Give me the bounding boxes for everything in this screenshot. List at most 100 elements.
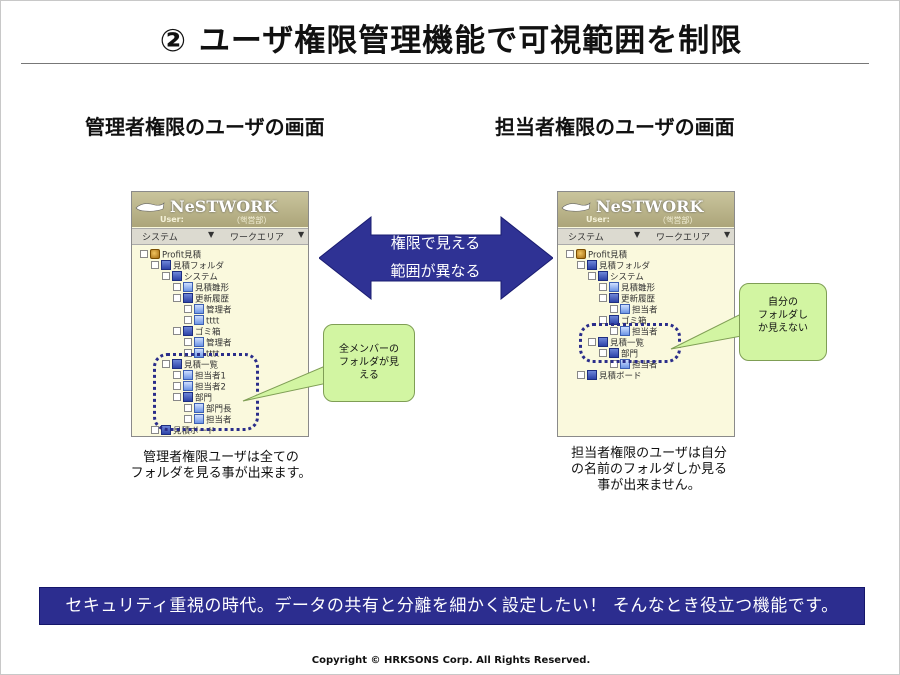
- menu-system-arrow-icon[interactable]: ▼: [208, 230, 215, 239]
- tree-item[interactable]: 見積フォルダ: [577, 260, 651, 272]
- document-icon: [620, 326, 630, 336]
- tree-item[interactable]: 更新履歴: [599, 293, 656, 305]
- expand-toggle-icon[interactable]: [184, 415, 192, 423]
- tree-item[interactable]: Profit見積: [566, 249, 628, 261]
- tree-item[interactable]: 担当者1: [173, 370, 226, 382]
- expand-toggle-icon[interactable]: [173, 393, 181, 401]
- text-line: 自分の: [768, 297, 798, 308]
- left-callout: 全メンバーのフォルダが見える: [323, 324, 415, 402]
- expand-toggle-icon[interactable]: [610, 327, 618, 335]
- tree-item[interactable]: 見積雛形: [599, 282, 655, 294]
- document-icon: [620, 359, 630, 369]
- document-icon: [194, 304, 204, 314]
- left-caption: 管理者権限ユーザは全てのフォルダを見る事が出来ます。: [101, 450, 341, 482]
- page-title: ② ユーザ権限管理機能で可視範囲を制限: [159, 23, 743, 59]
- tree-item[interactable]: tttt: [184, 315, 219, 327]
- tree-item-label: 部門長: [206, 404, 232, 415]
- tree-item-label: 見積フォルダ: [599, 261, 651, 272]
- menu-workarea-arrow-icon[interactable]: ▼: [298, 230, 305, 239]
- tree-item-label: システム: [610, 272, 644, 283]
- menu-workarea-arrow-icon[interactable]: ▼: [724, 230, 731, 239]
- whale-logo-icon: [135, 202, 165, 212]
- expand-toggle-icon[interactable]: [599, 349, 607, 357]
- dept-label: （핵営部）: [658, 216, 698, 225]
- expand-toggle-icon[interactable]: [599, 283, 607, 291]
- tree-item-label: 更新履歴: [195, 294, 230, 305]
- text-line: 管理者権限ユーザは全ての: [143, 450, 299, 465]
- document-icon: [620, 304, 630, 314]
- tree-item[interactable]: 見積雛形: [173, 282, 230, 294]
- tree-item-label: Profit見積: [588, 250, 628, 261]
- document-icon: [194, 414, 204, 424]
- expand-toggle-icon[interactable]: [599, 294, 607, 302]
- text-line: フォルダし: [758, 310, 808, 321]
- document-icon: [183, 370, 193, 380]
- document-icon: [183, 282, 193, 292]
- tree-item-label: 担当者2: [195, 382, 226, 393]
- expand-toggle-icon[interactable]: [184, 404, 192, 412]
- tree-item[interactable]: 担当者: [610, 326, 658, 338]
- tree-item[interactable]: 管理者: [184, 337, 232, 349]
- tree-item[interactable]: 部門: [599, 348, 639, 360]
- text-line: 全メンバーの: [339, 344, 399, 355]
- expand-toggle-icon[interactable]: [173, 371, 181, 379]
- root-icon: [576, 249, 586, 259]
- folder-icon: [587, 370, 597, 380]
- tree-item[interactable]: 管理者: [184, 304, 232, 316]
- tree-item-label: ゴミ箱: [195, 327, 221, 338]
- expand-toggle-icon[interactable]: [162, 272, 170, 280]
- tree-item[interactable]: 更新履歴: [173, 293, 230, 305]
- tree-item[interactable]: 部門: [173, 392, 213, 404]
- expand-toggle-icon[interactable]: [577, 261, 585, 269]
- expand-toggle-icon[interactable]: [173, 382, 181, 390]
- text-line: 事が出来ません。: [597, 478, 701, 493]
- menu-workarea[interactable]: ワークエリア: [656, 233, 711, 243]
- tree-item[interactable]: 担当者: [184, 414, 232, 426]
- tree-item[interactable]: 見積ボード: [577, 370, 642, 382]
- expand-toggle-icon[interactable]: [610, 305, 618, 313]
- expand-toggle-icon[interactable]: [173, 283, 181, 291]
- expand-toggle-icon[interactable]: [577, 371, 585, 379]
- expand-toggle-icon[interactable]: [173, 294, 181, 302]
- expand-toggle-icon[interactable]: [151, 261, 159, 269]
- app-logo: NeSTWORK: [170, 197, 278, 216]
- expand-toggle-icon[interactable]: [184, 305, 192, 313]
- arrow-line-1: 権限で見える: [390, 234, 481, 252]
- tree-item-label: 部門: [195, 393, 213, 404]
- right-caption: 担当者権限のユーザは自分の名前のフォルダしか見る事が出来ません。: [529, 446, 769, 494]
- expand-toggle-icon[interactable]: [184, 316, 192, 324]
- tree-item[interactable]: システム: [162, 271, 218, 283]
- tree-item-label: 更新履歴: [621, 294, 656, 305]
- tree-item[interactable]: 見積フォルダ: [151, 260, 224, 272]
- tree-item[interactable]: 担当者: [610, 304, 658, 316]
- tree-item[interactable]: ゴミ箱: [173, 326, 221, 338]
- document-icon: [194, 403, 204, 413]
- tree-item[interactable]: システム: [588, 271, 644, 283]
- expand-toggle-icon[interactable]: [184, 338, 192, 346]
- right-heading: 担当者権限のユーザの画面: [495, 115, 735, 139]
- tree-item-label: システム: [184, 272, 218, 283]
- tree-item[interactable]: 担当者2: [173, 381, 226, 393]
- tree-item[interactable]: 見積一覧: [588, 337, 645, 349]
- tree-item[interactable]: 部門長: [184, 403, 232, 415]
- tree-item-label: 部門: [621, 349, 639, 360]
- menu-system[interactable]: システム: [142, 233, 178, 243]
- tree-item-label: 管理者: [206, 305, 232, 316]
- expand-toggle-icon[interactable]: [173, 327, 181, 335]
- menu-bar: システム ▼ ワークエリア ▼: [558, 228, 734, 245]
- menu-system-arrow-icon[interactable]: ▼: [634, 230, 641, 239]
- folder-icon: [183, 392, 193, 402]
- menu-system[interactable]: システム: [568, 233, 604, 243]
- expand-toggle-icon[interactable]: [140, 250, 148, 258]
- expand-toggle-icon[interactable]: [151, 426, 159, 434]
- menu-workarea[interactable]: ワークエリア: [230, 233, 285, 243]
- expand-toggle-icon[interactable]: [588, 338, 596, 346]
- tree-item-label: 見積雛形: [195, 283, 230, 294]
- expand-toggle-icon[interactable]: [588, 272, 596, 280]
- tree-item[interactable]: Profit見積: [140, 249, 201, 261]
- document-icon: [194, 315, 204, 325]
- expand-toggle-icon[interactable]: [566, 250, 574, 258]
- tree-item-label: 担当者: [206, 415, 232, 426]
- tree-item-label: 見積一覧: [610, 338, 645, 349]
- document-icon: [194, 337, 204, 347]
